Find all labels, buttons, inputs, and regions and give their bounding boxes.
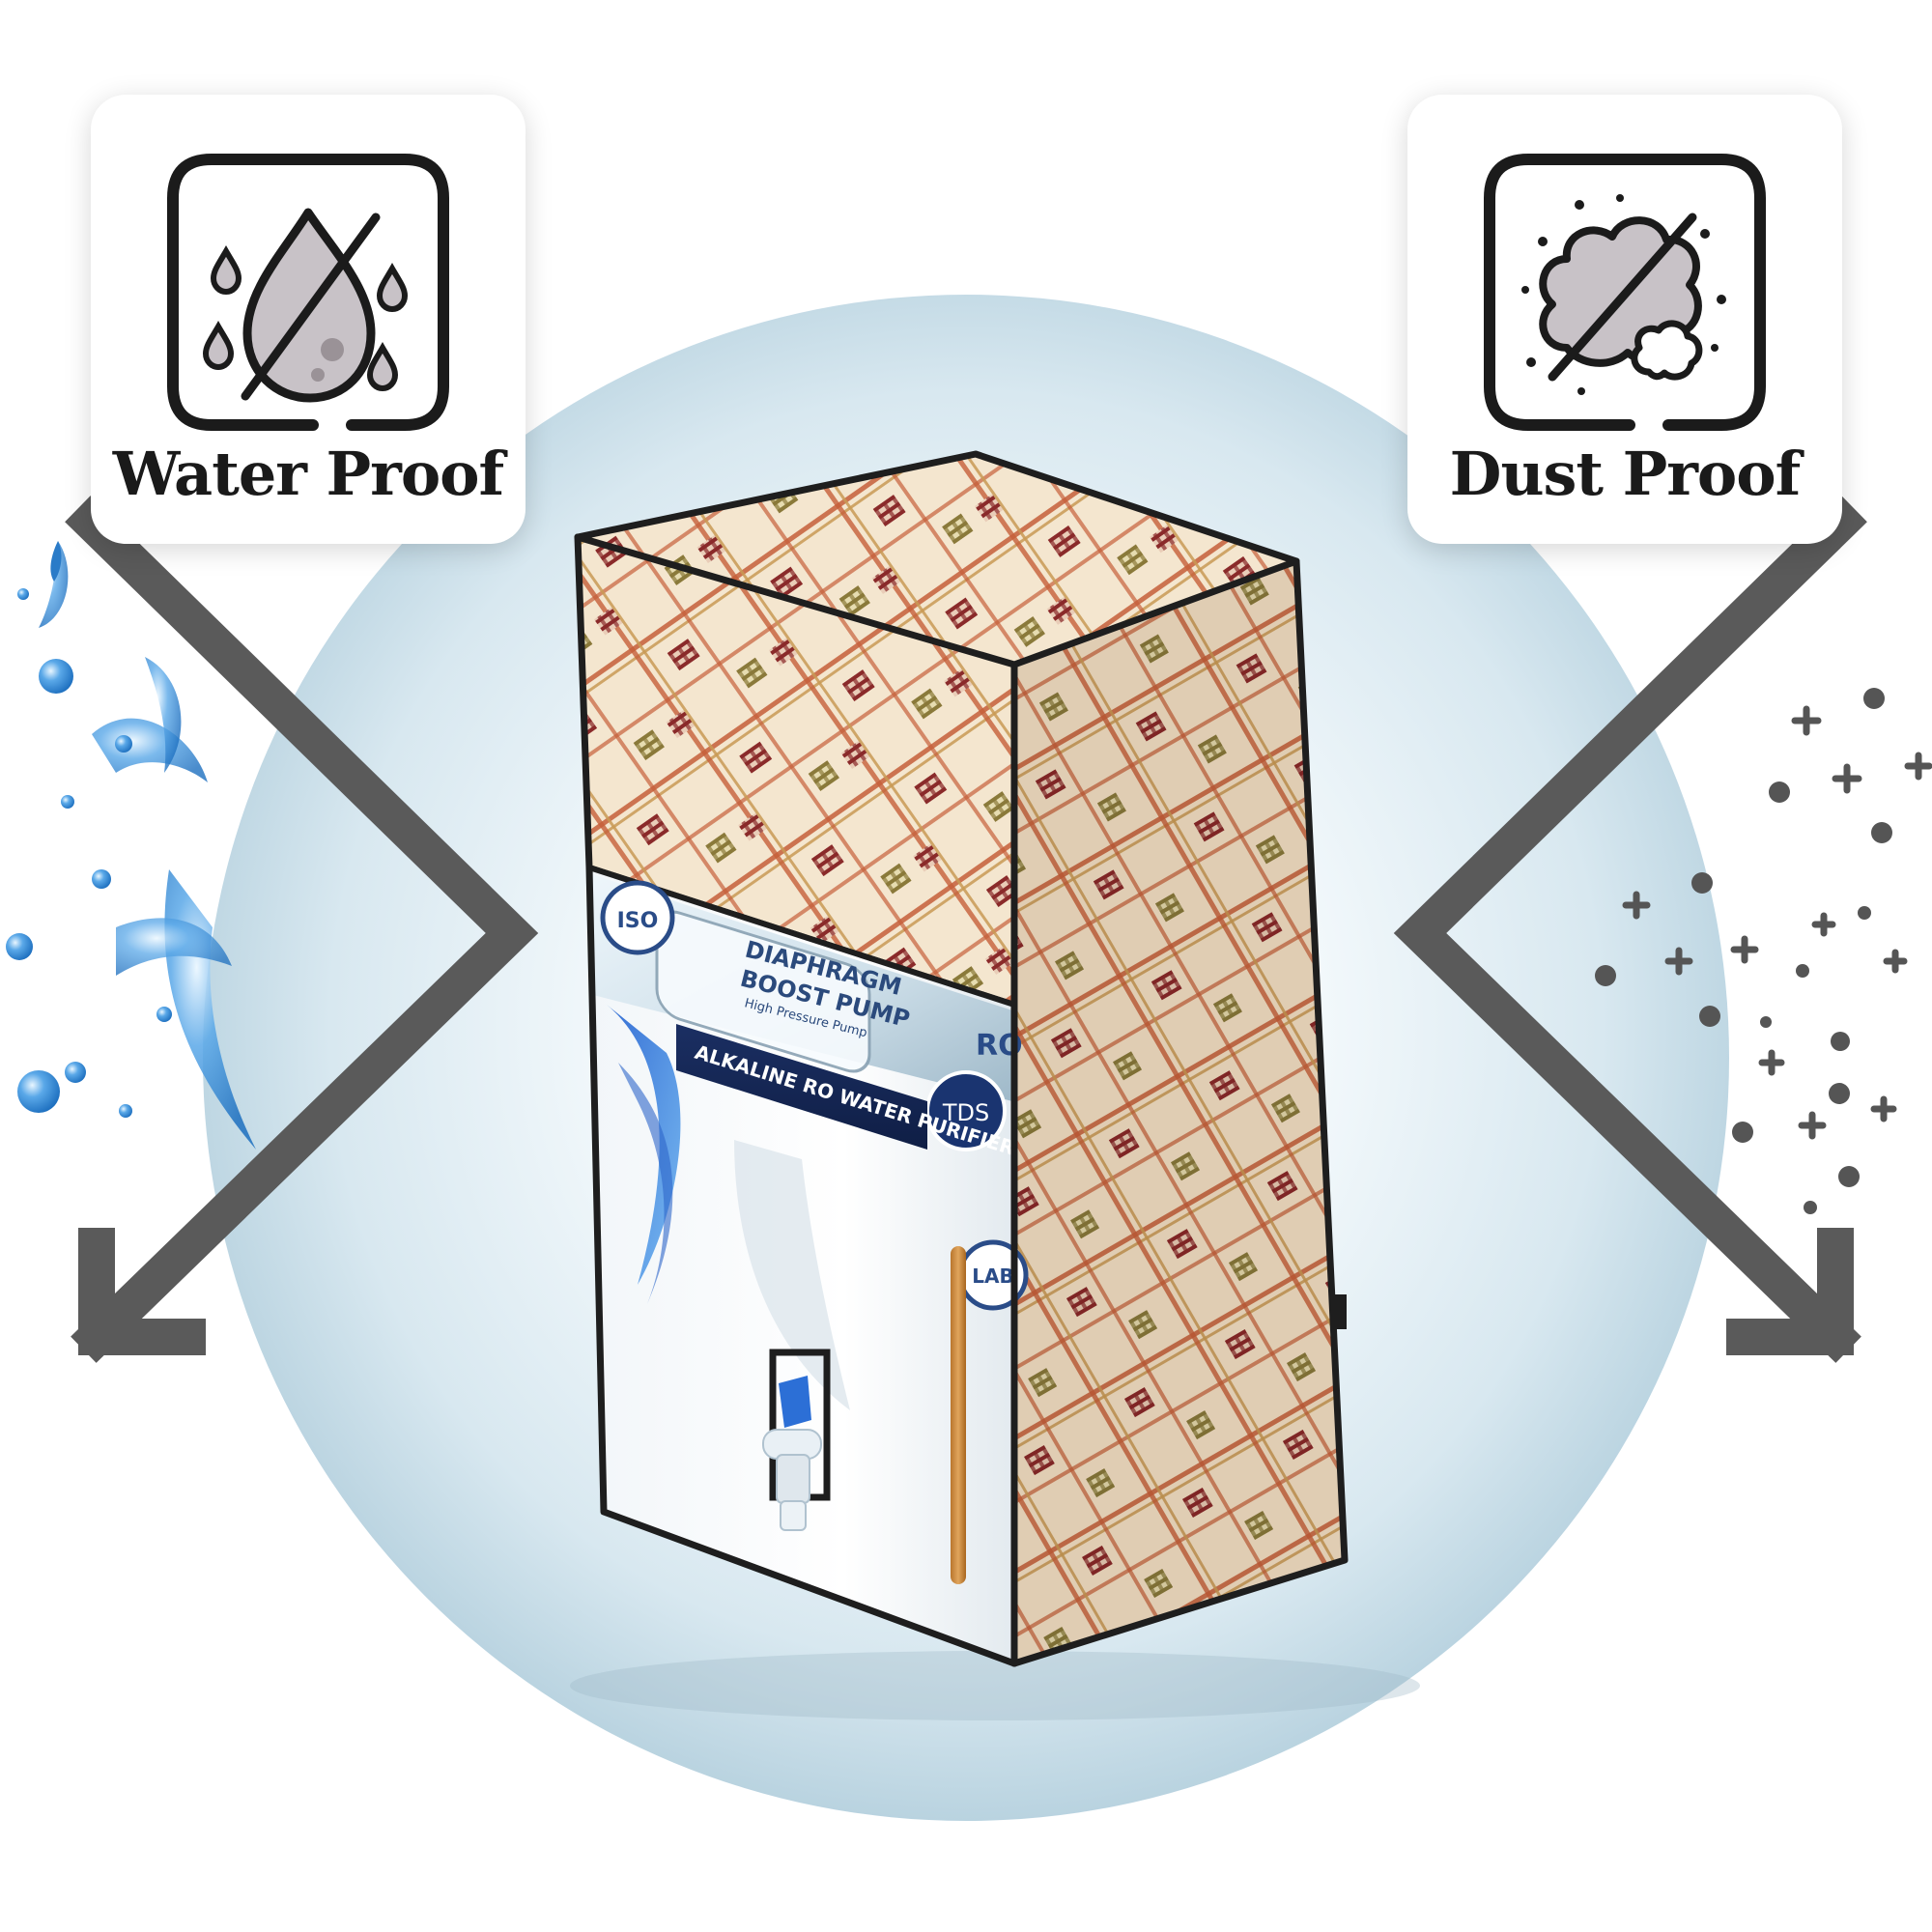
lab-tested-badge: LAB xyxy=(972,1264,1013,1288)
dust-particles-icon xyxy=(1595,688,1932,1214)
tds-label: TDS xyxy=(942,1099,989,1126)
no-water-drop-icon xyxy=(167,154,449,431)
dust-proof-badge: Dust Proof xyxy=(1407,95,1842,544)
water-proof-label: Water Proof xyxy=(112,439,504,509)
water-splash-icon xyxy=(6,541,256,1150)
right-arrow-icon xyxy=(1393,496,1867,1363)
water-proof-badge: Water Proof xyxy=(91,95,526,544)
iso-badge: ISO xyxy=(617,909,659,933)
purifier-front-panel: ISO DIAPHRAGM BOOST PUMP High Pressure P… xyxy=(586,865,1029,1666)
faucet-icon xyxy=(762,1376,822,1531)
water-purifier-cover: ISO DIAPHRAGM BOOST PUMP High Pressure P… xyxy=(570,450,1420,1720)
dust-proof-label: Dust Proof xyxy=(1449,439,1802,509)
left-arrow-icon xyxy=(65,496,539,1363)
no-dust-icon xyxy=(1484,154,1766,431)
